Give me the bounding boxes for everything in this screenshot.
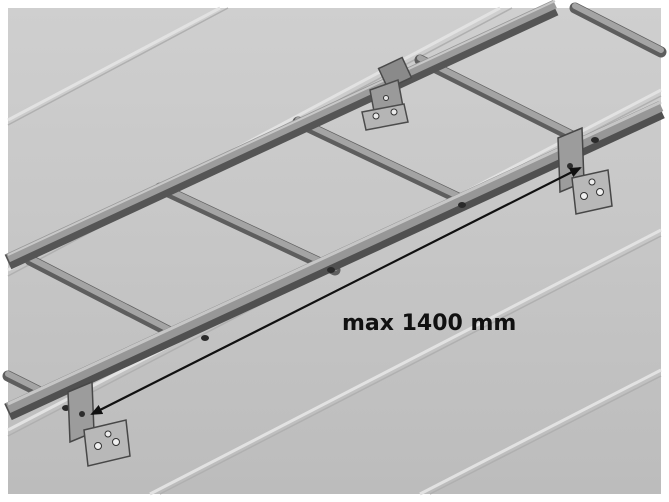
roof-hook-back [361, 78, 409, 131]
rung-5 [569, 2, 667, 58]
dimension-label: max 1400 mm [342, 311, 516, 336]
roof-hook-left [67, 380, 131, 467]
dimension-arrow [90, 167, 582, 415]
rung-6 [2, 370, 46, 398]
rail-joint-back [377, 56, 413, 90]
rung-4 [414, 54, 586, 146]
